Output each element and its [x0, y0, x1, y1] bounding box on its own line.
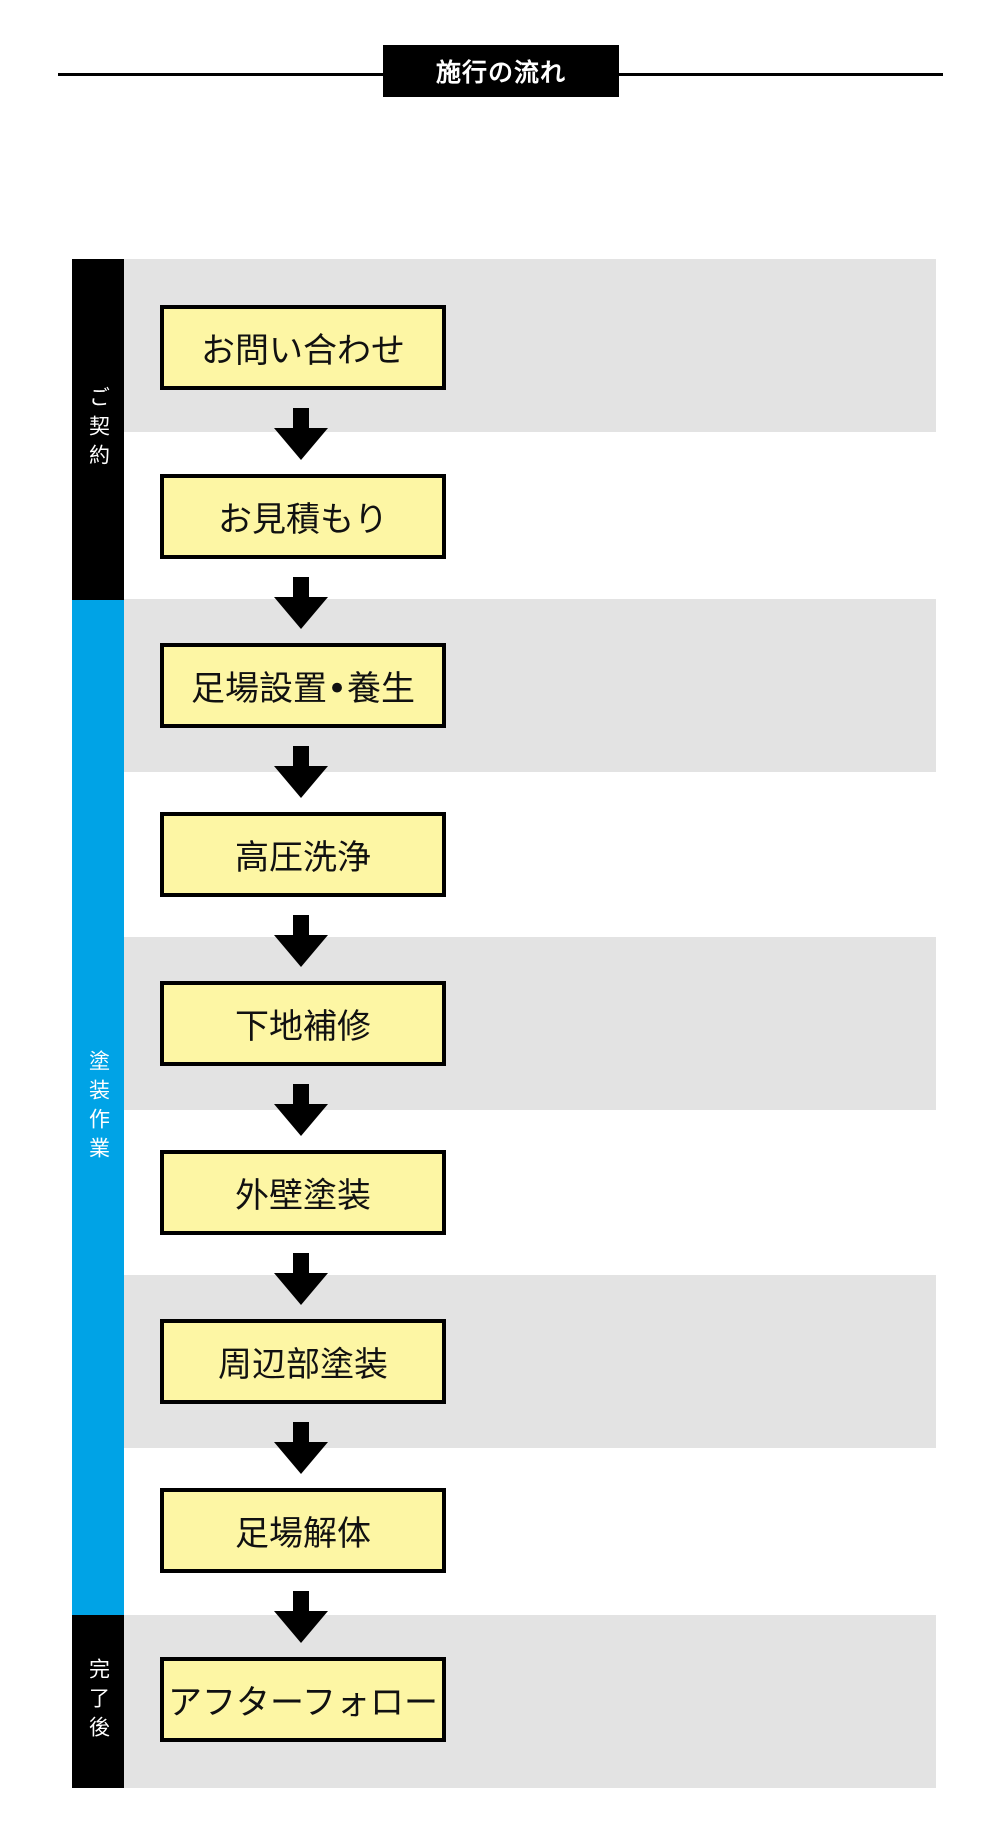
arrow-down-icon	[274, 1253, 328, 1305]
phase-label-after: 完了後	[86, 1658, 111, 1745]
arrow-down-icon	[274, 746, 328, 798]
step-pressure-wash: 高圧洗浄	[160, 812, 446, 897]
arrow-down-icon	[274, 577, 328, 629]
step-after-follow: アフターフォロー	[160, 1657, 446, 1742]
step-inquiry: お問い合わせ	[160, 305, 446, 390]
phase-bar-after: 完了後	[72, 1615, 124, 1788]
arrow-down-icon	[274, 408, 328, 460]
phase-label-contract: ご契約	[86, 386, 111, 473]
step-wall-painting: 外壁塗装	[160, 1150, 446, 1235]
step-scaffold-removal: 足場解体	[160, 1488, 446, 1573]
page-title: 施行の流れ	[383, 45, 619, 97]
step-surface-repair: 下地補修	[160, 981, 446, 1066]
step-estimate: お見積もり	[160, 474, 446, 559]
step-surroundings-painting: 周辺部塗装	[160, 1319, 446, 1404]
arrow-down-icon	[274, 1591, 328, 1643]
phase-label-work: 塗装作業	[86, 1049, 111, 1166]
arrow-down-icon	[274, 915, 328, 967]
phase-bar-work: 塗装作業	[72, 600, 124, 1615]
step-scaffold-setup: 足場設置•養生	[160, 643, 446, 728]
arrow-down-icon	[274, 1422, 328, 1474]
arrow-down-icon	[274, 1084, 328, 1136]
phase-bar-contract: ご契約	[72, 259, 124, 600]
